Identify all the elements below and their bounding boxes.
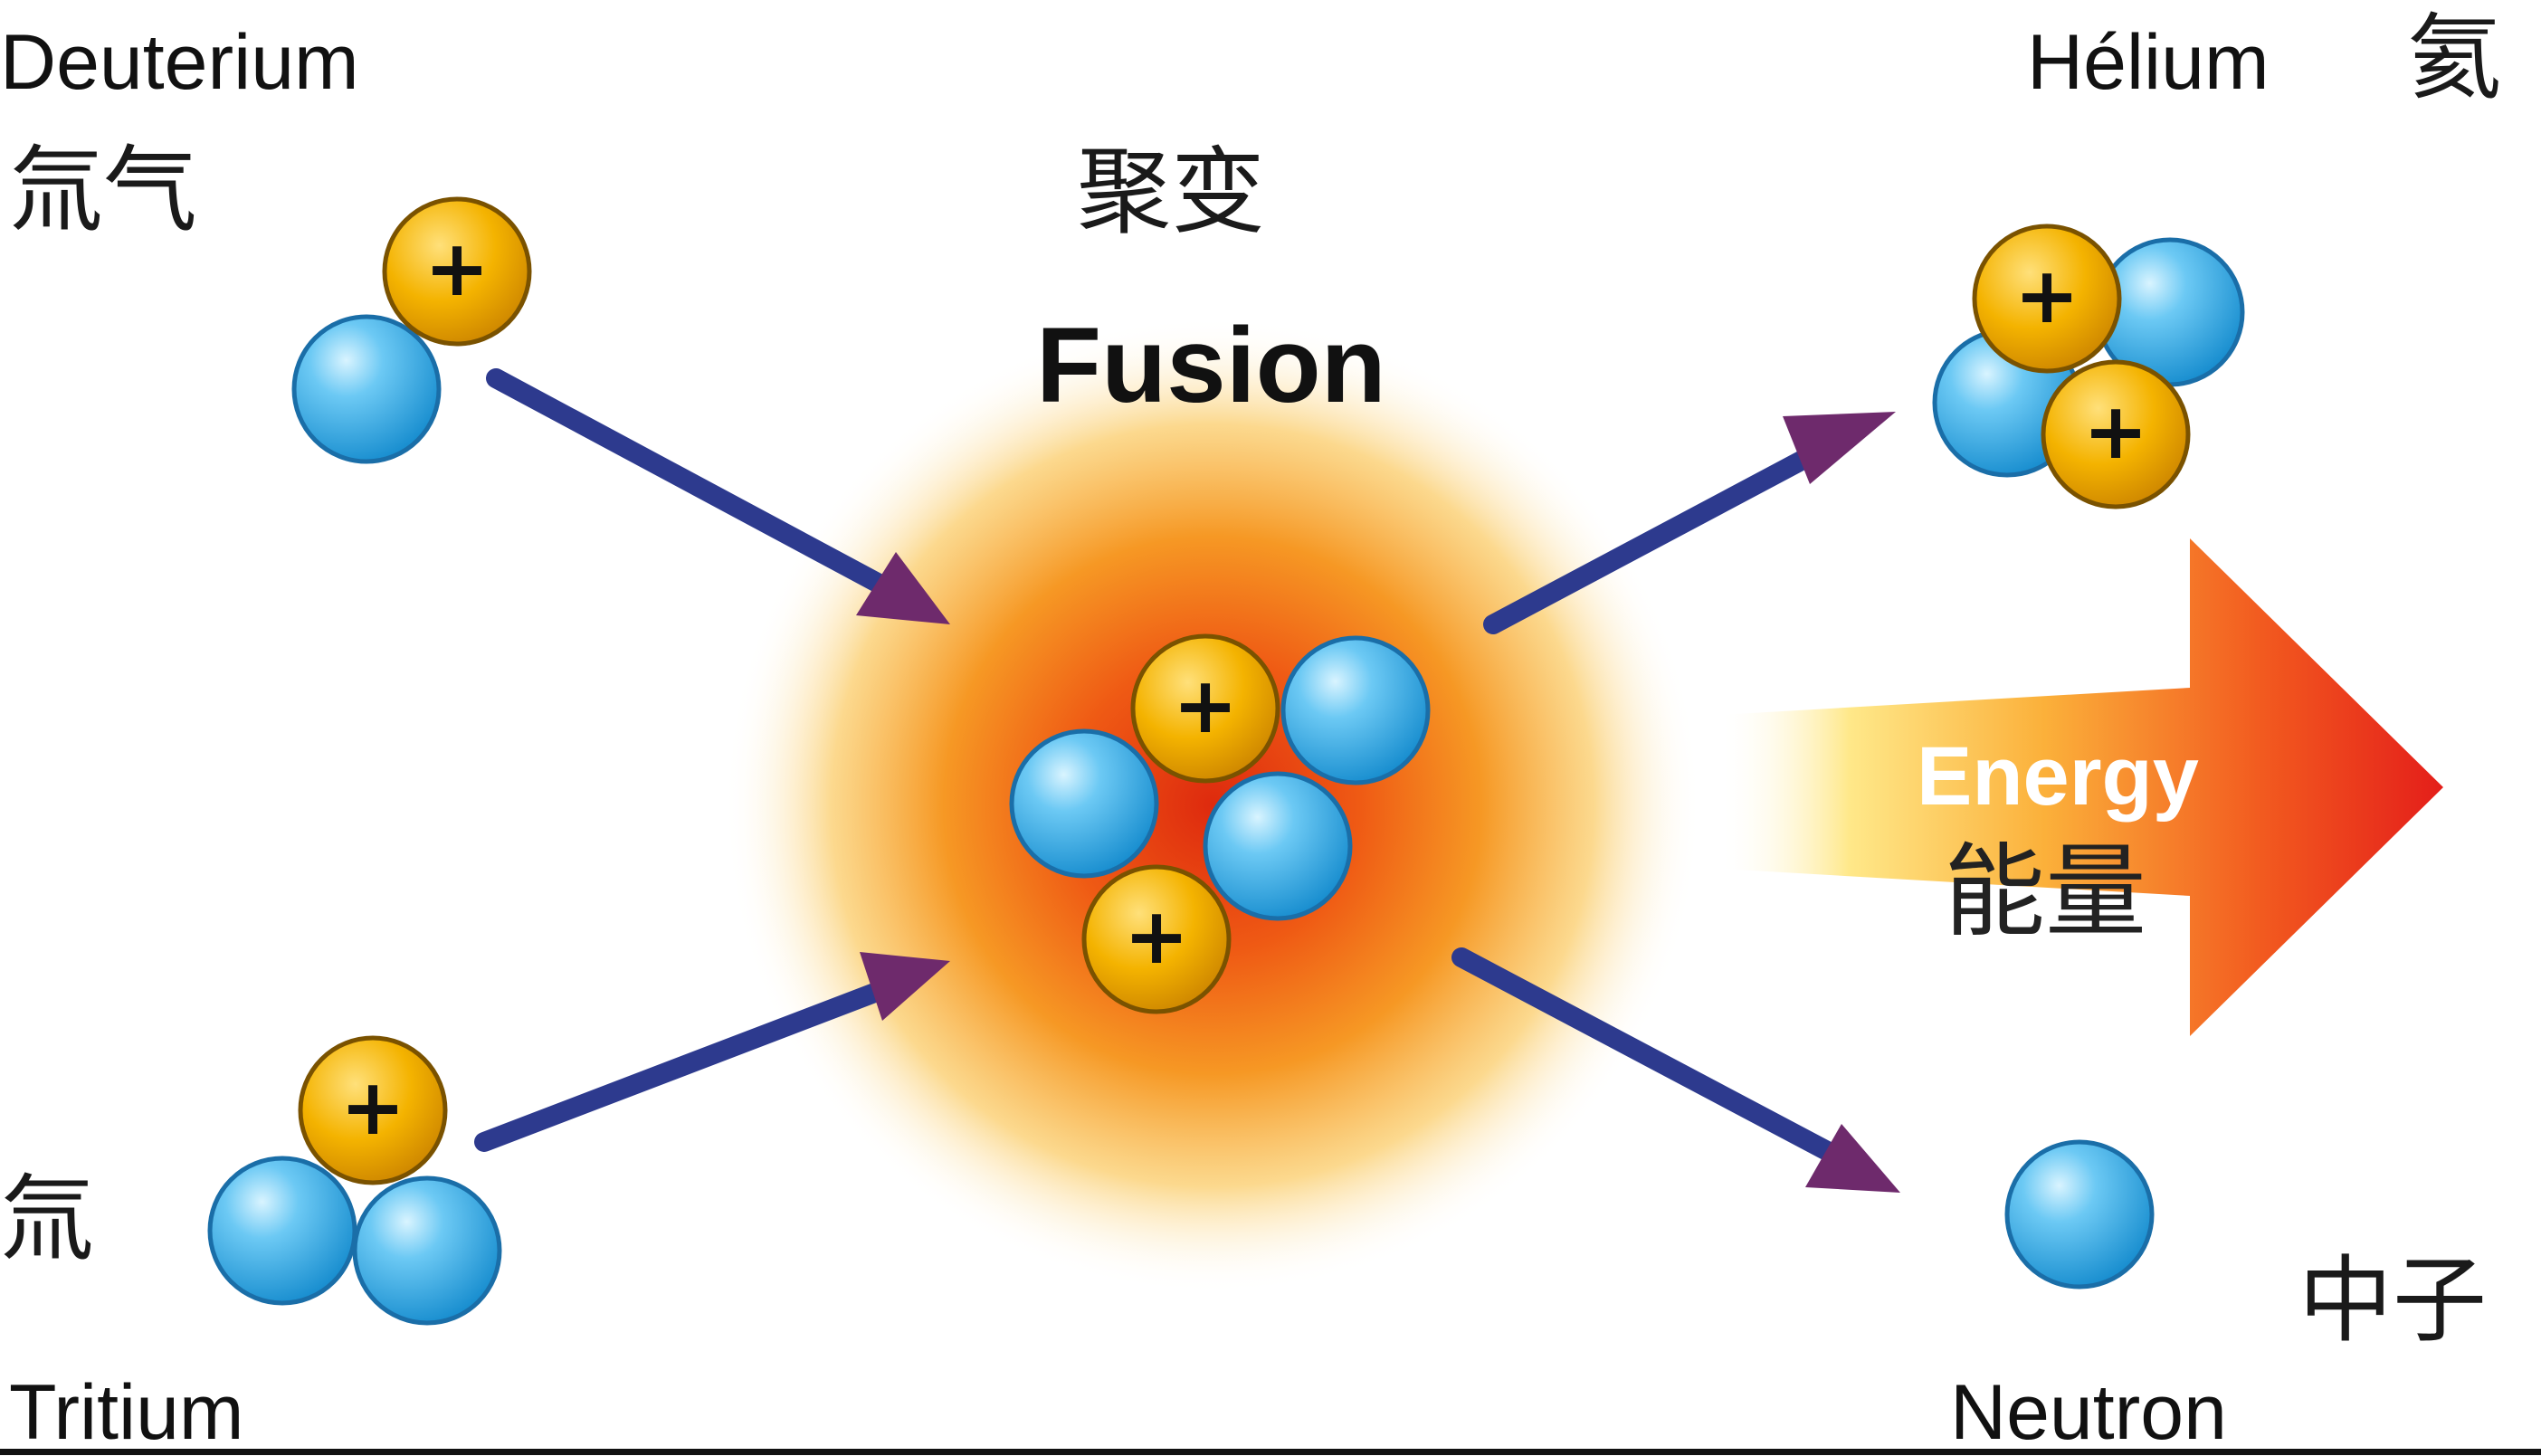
helium-proton-top-sign: + <box>2014 251 2079 341</box>
fusion-neutron-center <box>1203 771 1353 921</box>
energy-cn-label: 能量 <box>1944 833 2146 951</box>
deuterium-nucleus: + <box>291 196 532 464</box>
fusion-neutron-left <box>1009 728 1159 879</box>
energy-arrow <box>1719 538 2443 1036</box>
tritium-neutron-right <box>352 1175 502 1326</box>
tritium-cn-label: 氚 <box>0 1164 95 1274</box>
deuterium-label: Deuterium <box>0 19 359 106</box>
helium-proton-bottom-sign: + <box>2083 386 2148 477</box>
neutron-label: Neutron <box>1950 1369 2227 1456</box>
energy-label: Energy <box>1917 730 2199 823</box>
fusion-proton-top <box>1130 633 1280 784</box>
helium-proton-bottom <box>2041 359 2191 509</box>
fusion-proton-top-sign: + <box>1173 661 1238 751</box>
helium-label: Hélium <box>2027 19 2270 106</box>
fusion-glow <box>724 317 1701 1294</box>
fusion-neutron-top <box>1280 635 1431 785</box>
deuterium-proton <box>382 196 532 347</box>
free-neutron <box>2004 1139 2155 1289</box>
neutron-cn-label: 中子 <box>2298 1245 2488 1356</box>
arrow-fusion-to-neutron <box>1451 947 1900 1193</box>
deuterium-neutron <box>291 314 442 464</box>
tritium-proton <box>298 1035 448 1185</box>
fusion-proton-bottom-sign: + <box>1124 891 1189 982</box>
helium-nucleus: + + <box>1932 224 2245 509</box>
helium-proton-top <box>1972 224 2122 374</box>
bottom-rule <box>0 1449 2541 1455</box>
fusion-nucleus: + + <box>1009 633 1431 1014</box>
helium-cn-label: 氦 <box>2407 3 2502 113</box>
tritium-neutron-left <box>207 1156 357 1306</box>
tritium-proton-sign: + <box>340 1062 405 1153</box>
tritium-label: Tritium <box>9 1369 244 1456</box>
fusion-proton-bottom <box>1081 864 1232 1014</box>
tritium-nucleus: + <box>207 1035 502 1326</box>
arrow-tritium-to-fusion <box>474 952 950 1152</box>
arrow-deuterium-to-fusion <box>486 368 950 624</box>
arrow-fusion-to-helium <box>1483 412 1896 634</box>
fusion-cn-label: 聚变 <box>1077 137 1266 247</box>
deuterium-cn-label: 氚气 <box>9 135 198 245</box>
deuterium-proton-sign: + <box>424 224 490 314</box>
fusion-label: Fusion <box>1036 306 1386 425</box>
